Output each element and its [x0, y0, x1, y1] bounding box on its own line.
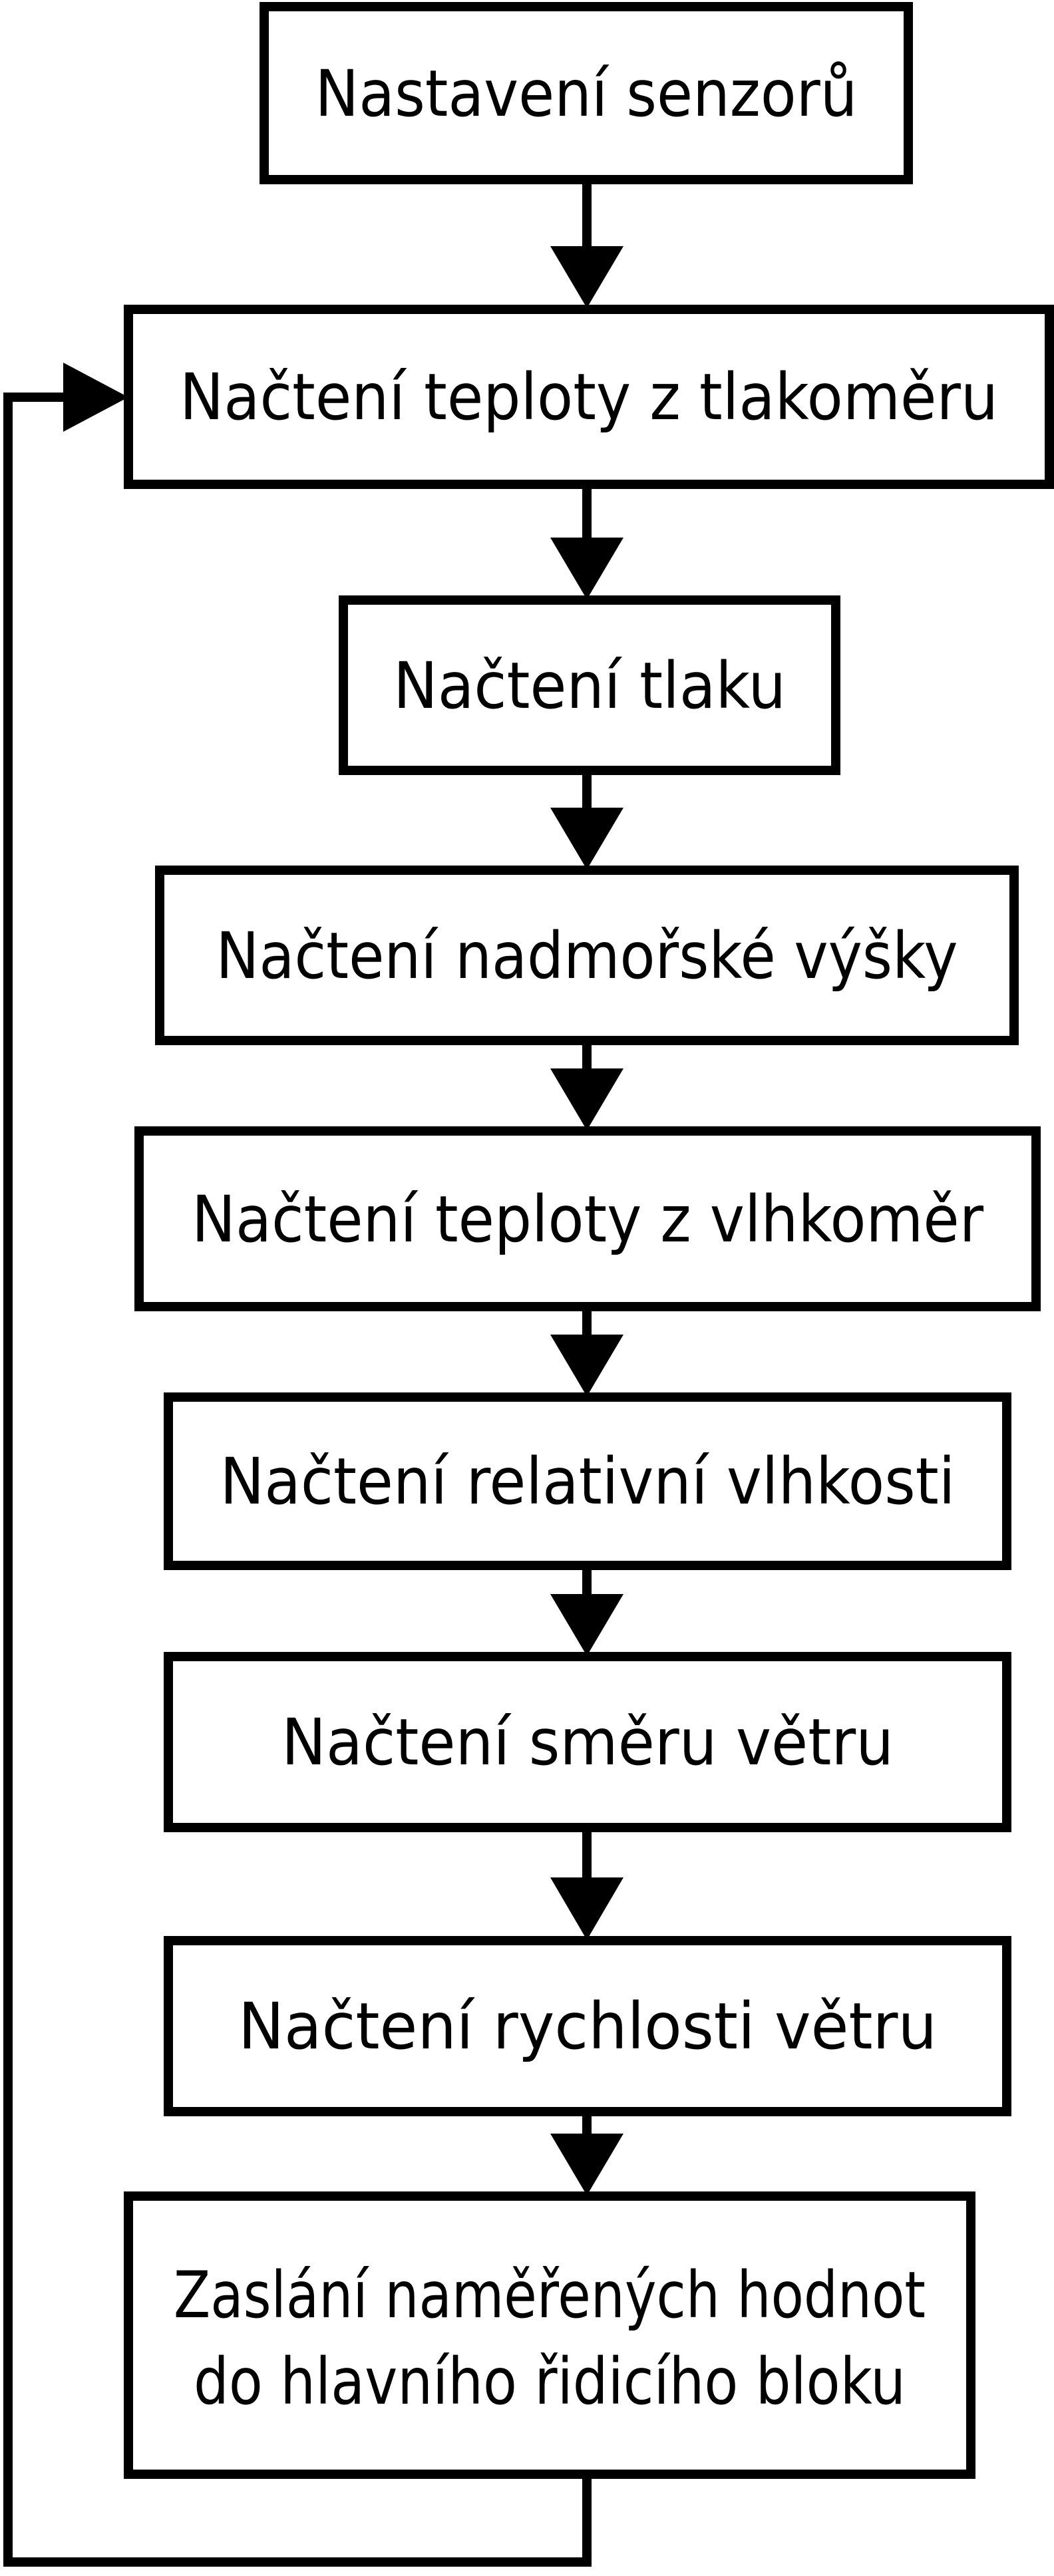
down-arrowhead-icon	[550, 1877, 623, 1940]
flowchart-node-read-wind-speed: Načtení rychlosti větru	[164, 1936, 1011, 2116]
arrow-tempbarometer-to-pressure	[550, 482, 623, 599]
down-arrowhead-icon	[550, 2134, 623, 2195]
arrow-pressure-to-altitude	[550, 768, 623, 870]
node-label: Načtení teploty z tlakoměru	[180, 360, 998, 434]
node-label: Načtení relativní vlhkosti	[220, 1444, 956, 1519]
flowchart-node-read-temp-hygrometer: Načtení teploty z vlhkoměr	[134, 1126, 1041, 1311]
down-arrowhead-icon	[550, 1594, 623, 1656]
node-label: Načtení teploty z vlhkoměr	[192, 1182, 983, 1257]
flowchart-node-send-values: Zaslání naměřených hodnot do hlavního ři…	[124, 2191, 975, 2479]
node-label: Načtení směru větru	[281, 1705, 894, 1780]
flowchart-node-read-pressure: Načtení tlaku	[339, 595, 840, 775]
flowchart-node-setup-sensors: Nastavení senzorů	[260, 2, 913, 184]
down-arrowhead-icon	[550, 538, 623, 599]
flowchart-node-read-temp-barometer: Načtení teploty z tlakoměru	[124, 305, 1054, 489]
flowchart-node-read-altitude: Načtení nadmořské výšky	[155, 866, 1019, 1045]
flowchart-node-read-rel-humidity: Načtení relativní vlhkosti	[164, 1392, 1011, 1570]
down-arrowhead-icon	[550, 1068, 623, 1130]
arrow-winddirection-to-windspeed	[550, 1825, 623, 1940]
node-label: Načtení rychlosti větru	[238, 1989, 937, 2064]
down-arrowhead-icon	[550, 1335, 623, 1396]
node-label-line2: do hlavního řidicího bloku	[194, 2344, 906, 2419]
node-label: Načtení tlaku	[393, 649, 786, 723]
loop-back-connector	[3, 393, 592, 2567]
node-label: Nastavení senzorů	[315, 57, 858, 131]
down-arrowhead-icon	[550, 808, 623, 870]
down-arrowhead-icon	[550, 246, 623, 308]
arrow-setup-to-tempbarometer	[550, 177, 623, 308]
loop-back-arrowhead-icon	[63, 363, 128, 432]
flowchart-node-read-wind-direction: Načtení směru větru	[164, 1652, 1011, 1832]
node-label: Načtení nadmořské výšky	[216, 919, 958, 993]
node-label-line1: Zaslání naměřených hodnot	[174, 2258, 926, 2333]
